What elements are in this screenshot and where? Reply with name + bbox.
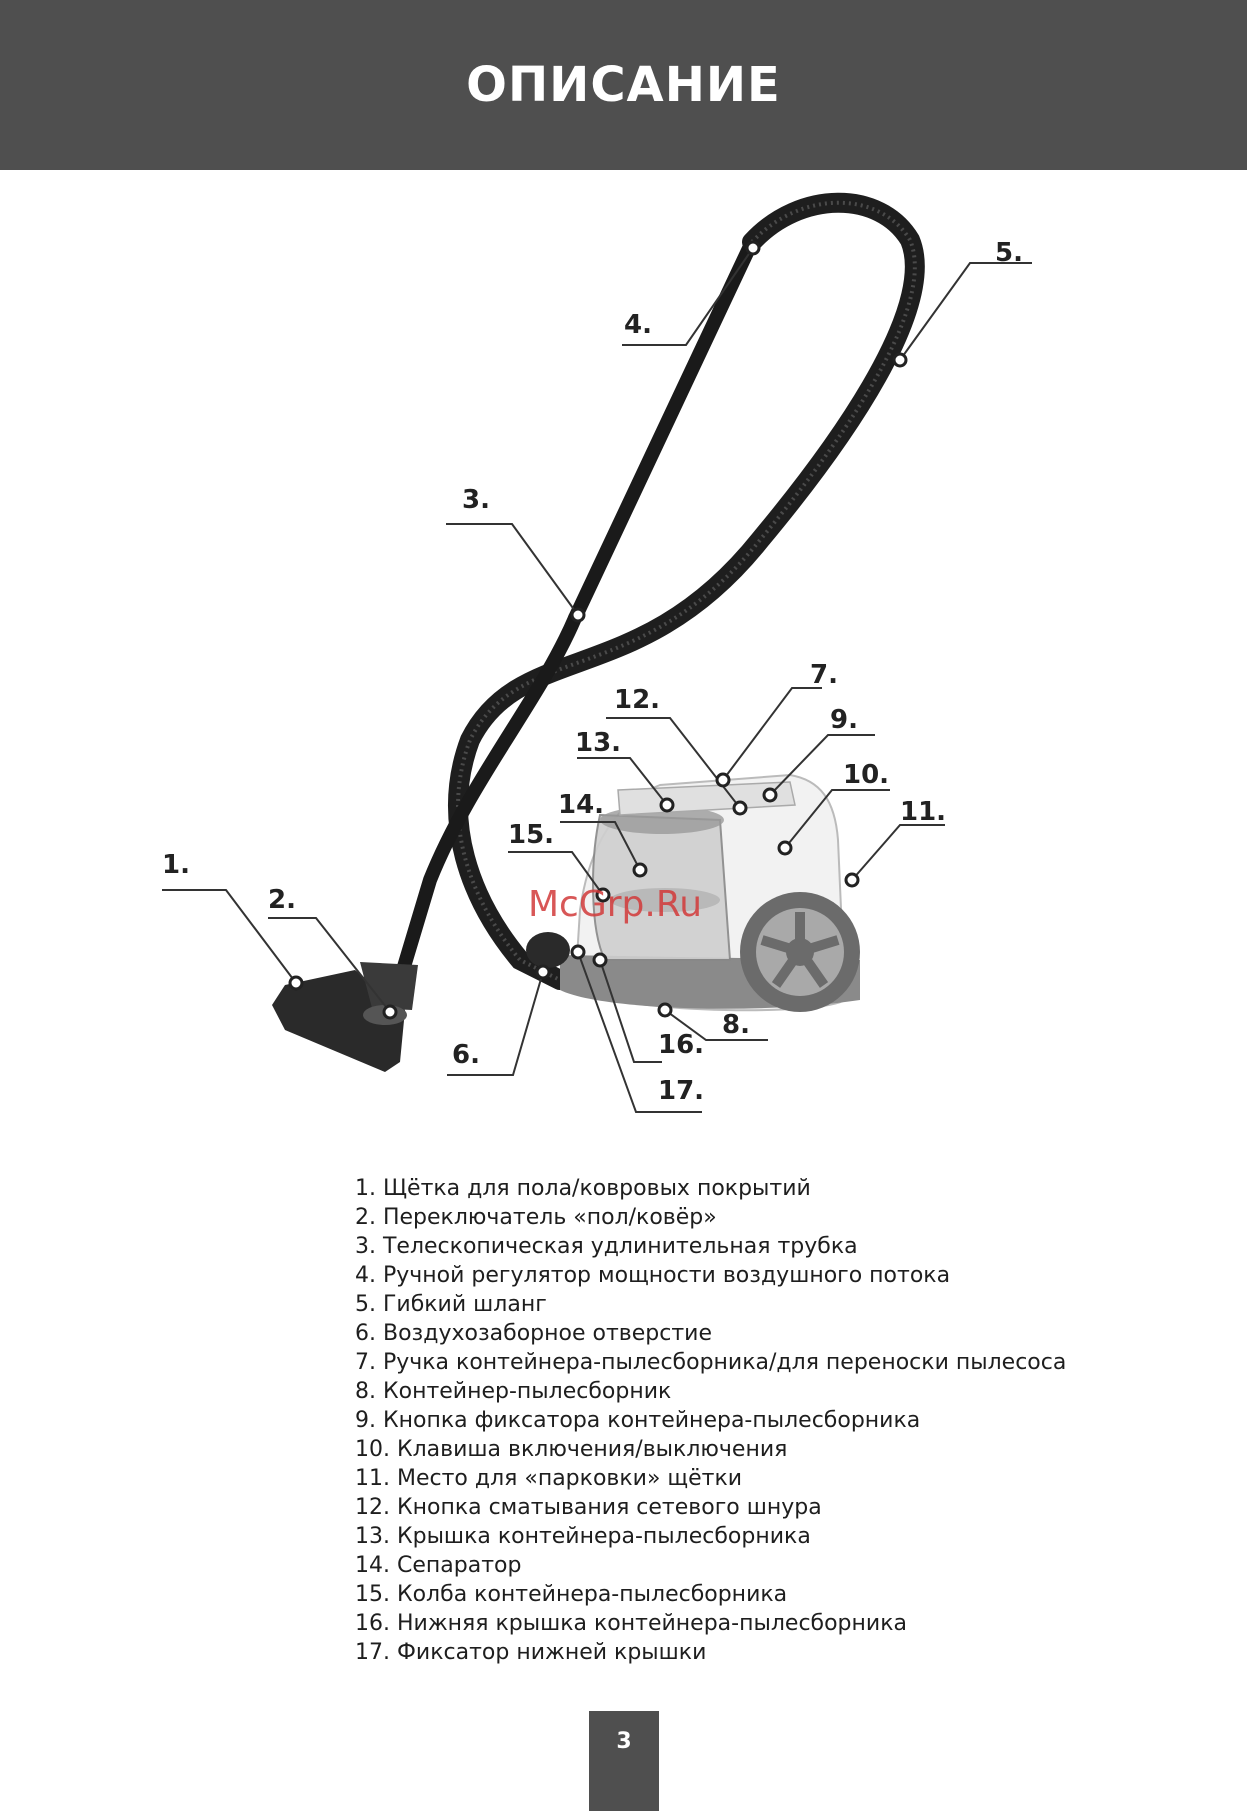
page-number: 3 — [589, 1711, 659, 1811]
callout-13: 13. — [575, 728, 622, 758]
legend-item: 7. Ручка контейнера-пылесборника/для пер… — [355, 1350, 1067, 1375]
legend-item: 8. Контейнер-пылесборник — [355, 1379, 672, 1404]
legend-item: 15. Колба контейнера-пылесборника — [355, 1582, 788, 1607]
legend-item: 12. Кнопка сматывания сетевого шнура — [355, 1495, 822, 1520]
callout-11: 11. — [900, 797, 947, 827]
page-header: ОПИСАНИЕ — [0, 0, 1247, 170]
callout-8: 8. — [722, 1010, 750, 1040]
legend-item: 17. Фиксатор нижней крышки — [355, 1640, 707, 1665]
watermark: McGrp.Ru — [528, 884, 703, 925]
callout-5: 5. — [995, 238, 1023, 268]
callout-6: 6. — [452, 1040, 480, 1070]
callout-4: 4. — [624, 310, 652, 340]
callout-15: 15. — [508, 820, 555, 850]
parts-legend: 1. Щётка для пола/ковровых покрытий 2. П… — [355, 1174, 1215, 1667]
callout-10: 10. — [843, 760, 890, 790]
callout-3: 3. — [462, 485, 490, 515]
page-title: ОПИСАНИЕ — [466, 57, 781, 113]
callout-1: 1. — [162, 850, 190, 880]
legend-item: 13. Крышка контейнера-пылесборника — [355, 1524, 811, 1549]
callout-2: 2. — [268, 885, 296, 915]
legend-item: 3. Телескопическая удлинительная трубка — [355, 1234, 858, 1259]
callout-7: 7. — [810, 660, 838, 690]
legend-item: 10. Клавиша включения/выключения — [355, 1437, 788, 1462]
legend-item: 14. Сепаратор — [355, 1553, 522, 1578]
callout-17: 17. — [658, 1076, 705, 1106]
legend-item: 16. Нижняя крышка контейнера-пылесборник… — [355, 1611, 907, 1636]
legend-item: 1. Щётка для пола/ковровых покрытий — [355, 1176, 811, 1201]
callout-9: 9. — [830, 705, 858, 735]
legend-item: 2. Переключатель «пол/ковёр» — [355, 1205, 717, 1230]
legend-item: 9. Кнопка фиксатора контейнера-пылесборн… — [355, 1408, 921, 1433]
callout-14: 14. — [558, 790, 605, 820]
legend-item: 11. Место для «парковки» щётки — [355, 1466, 743, 1491]
callout-16: 16. — [658, 1030, 705, 1060]
legend-item: 5. Гибкий шланг — [355, 1292, 547, 1317]
page-number-label: 3 — [616, 1729, 632, 1754]
vacuum-illustration — [162, 192, 1032, 1113]
legend-item: 4. Ручной регулятор мощности воздушного … — [355, 1263, 951, 1288]
legend-item: 6. Воздухозаборное отверстие — [355, 1321, 712, 1346]
callout-12: 12. — [614, 685, 661, 715]
